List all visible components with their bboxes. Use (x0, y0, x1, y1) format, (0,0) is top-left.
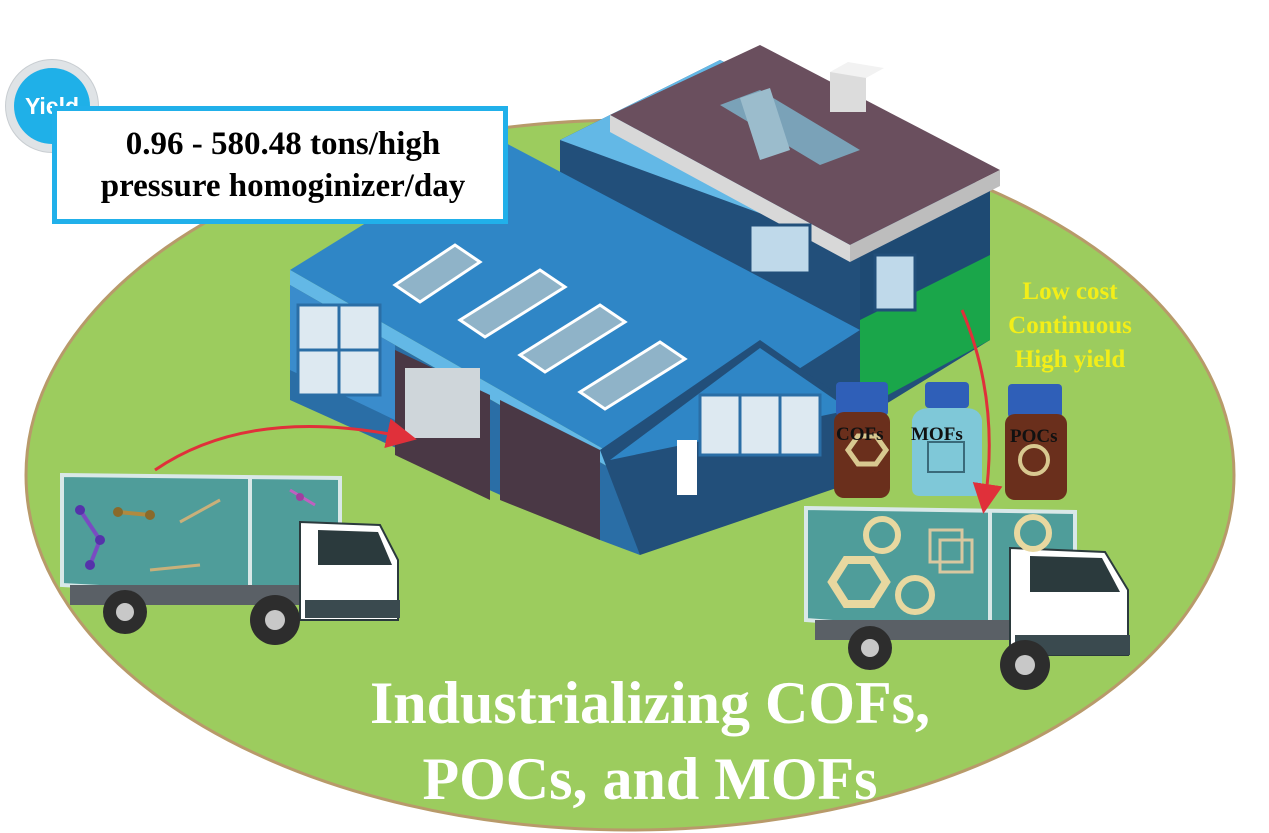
main-title-line-2: POCs, and MOFs (422, 746, 878, 812)
benefit-high-yield: High yield (1014, 346, 1126, 373)
benefits-list: Low cost Continuous High yield (975, 275, 1165, 377)
benefit-continuous: Continuous (1008, 312, 1132, 339)
main-title: Industrializing COFs, POCs, and MOFs (300, 665, 1000, 817)
benefit-low-cost: Low cost (1022, 278, 1118, 305)
factory-icon (290, 45, 1000, 555)
jar-label-cofs: COFs (836, 424, 884, 445)
molecule-icon (75, 488, 316, 572)
jar-label-mofs: MOFs (911, 424, 963, 445)
truck-left-icon (60, 472, 400, 645)
yield-info-box: 0.96 - 580.48 tons/high pressure homogin… (52, 106, 508, 224)
jar-icon (834, 382, 1067, 500)
yield-range-line-1: 0.96 - 580.48 tons/high (125, 126, 441, 162)
jar-label-pocs: POCs (1010, 426, 1058, 447)
yield-range-line-2: pressure homoginizer/day (100, 168, 466, 204)
truck-right-icon (804, 505, 1130, 690)
arrow-to-truck-icon (960, 309, 1003, 514)
main-title-line-1: Industrializing COFs, (369, 670, 931, 736)
arrow-to-factory-icon (154, 418, 417, 472)
yield-range-text: 0.96 - 580.48 tons/high pressure homogin… (101, 123, 466, 207)
